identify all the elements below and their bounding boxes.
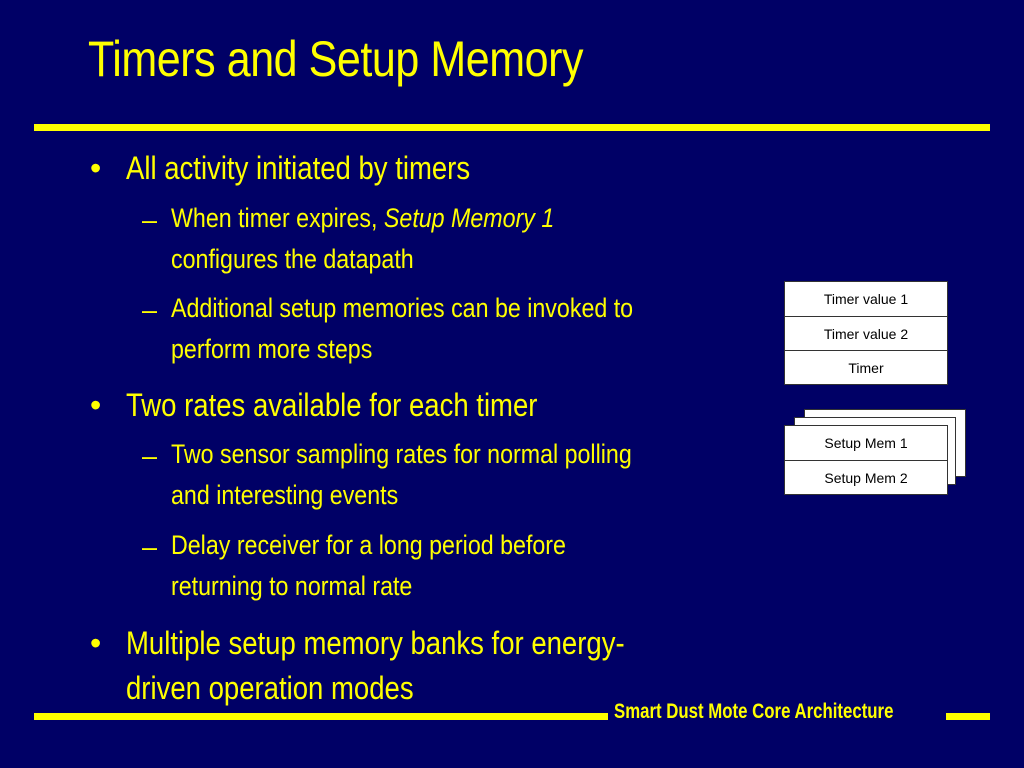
table-divider (785, 350, 947, 351)
bullet-2-text: Two rates available for each timer (126, 387, 538, 423)
slide-title: Timers and Setup Memory (88, 31, 584, 87)
table-divider (785, 460, 947, 461)
footer-rule-right (946, 713, 990, 720)
timer-cell: Timer (848, 359, 884, 376)
sub-bullet-1-1-line1: When timer expires, Setup Memory 1 (171, 203, 555, 233)
title-underline (34, 124, 990, 131)
setup-memory-1-emphasis: Setup Memory 1 (383, 203, 555, 233)
bullet-3-line1: Multiple setup memory banks for energy- (126, 625, 625, 661)
footer-rule-left (34, 713, 608, 720)
sub-bullet-marker: – (142, 532, 158, 562)
sub-bullet-1-2-line1: Additional setup memories can be invoked… (171, 293, 634, 323)
sub-bullet-marker: – (142, 295, 158, 325)
timer-value-2-cell: Timer value 2 (823, 325, 909, 342)
setup-mem-1-cell: Setup Mem 1 (824, 435, 908, 451)
sub-bullet-1-2-line2: perform more steps (171, 334, 373, 364)
sub-bullet-marker: – (142, 205, 158, 235)
bullet-marker: • (90, 387, 102, 423)
footer-title: Smart Dust Mote Core Architecture (614, 700, 894, 723)
sub-bullet-2-1-line2: and interesting events (171, 480, 399, 510)
timer-table: Timer value 1 Timer value 2 Timer (784, 281, 948, 385)
setup-mem-table: Setup Mem 1 Setup Mem 2 (784, 425, 948, 495)
timer-value-1-cell: Timer value 1 (823, 291, 909, 307)
sub-bullet-2-1-line1: Two sensor sampling rates for normal pol… (171, 439, 632, 469)
bullet-marker: • (90, 625, 102, 661)
setup-mem-2-cell: Setup Mem 2 (824, 469, 908, 486)
sub-bullet-2-2-line1: Delay receiver for a long period before (171, 530, 566, 560)
sub-bullet-2-2-line2: returning to normal rate (171, 571, 413, 601)
table-divider (785, 316, 947, 317)
bullet-marker: • (90, 150, 102, 186)
sub-bullet-marker: – (142, 441, 158, 471)
bullet-3-line2: driven operation modes (126, 670, 414, 706)
bullet-1-text: All activity initiated by timers (126, 150, 471, 186)
sub-bullet-1-1-line2: configures the datapath (171, 244, 414, 274)
